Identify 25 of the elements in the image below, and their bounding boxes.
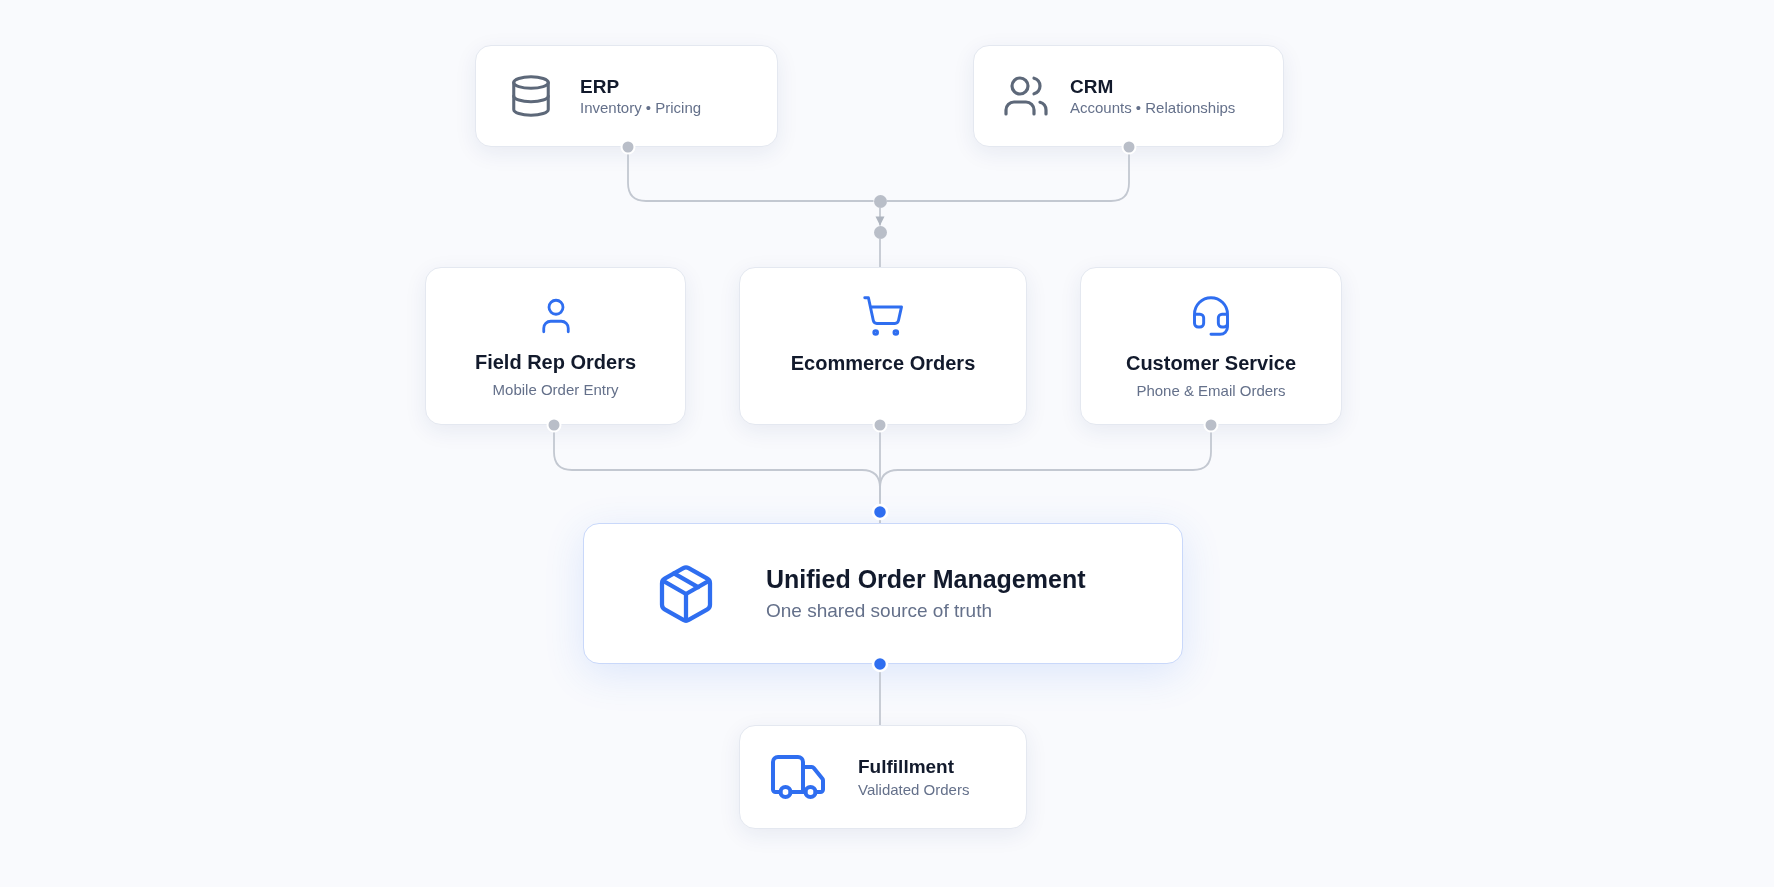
card-subtitle: Validated Orders [858,780,970,800]
connector-line [620,139,875,202]
connector-line [871,655,889,726]
card-subtitle: Phone & Email Orders [1136,382,1286,401]
card-title: Unified Order Management [766,564,1086,595]
channel-card [425,267,686,425]
card-title: Fulfillment [858,754,956,779]
card-subtitle: One shared source of truth [766,599,993,623]
card-subtitle: Inventory • Pricing [580,98,702,118]
card-title: Field Rep Orders [474,350,637,375]
connector-line [885,139,1137,202]
fulfillment-card [739,725,1027,829]
card-subtitle: Accounts • Relationships [1070,98,1236,118]
card-subtitle: Mobile Order Entry [492,381,619,400]
card-title: Customer Service [1125,351,1297,376]
card-title: CRM [1070,74,1115,99]
system-card [973,45,1284,147]
channel-card [1080,267,1342,425]
channel-card [739,267,1027,425]
connector-line [879,237,881,268]
arrow [875,206,885,227]
system-card [475,45,778,147]
card-title: Ecommerce Orders [790,351,976,376]
card-title: ERP [580,74,621,99]
hub-card [583,523,1183,664]
